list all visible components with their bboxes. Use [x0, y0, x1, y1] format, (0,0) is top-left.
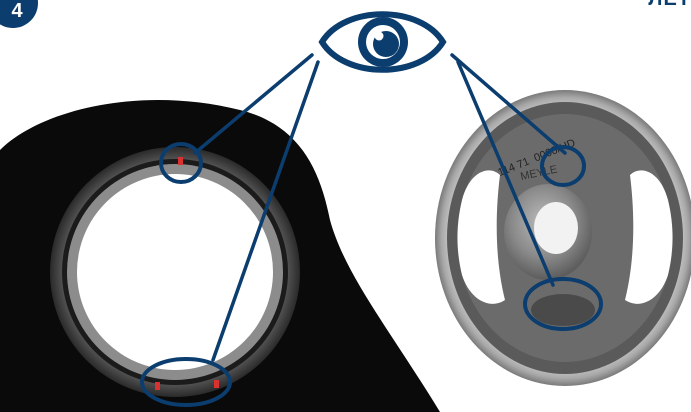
left-part-mark-top: [178, 157, 183, 165]
right-part-lower-lug: [531, 294, 595, 326]
left-part-mark-bottom-left: [155, 382, 160, 390]
eye-icon: [322, 14, 443, 70]
right-part-hub-bore: [534, 202, 578, 254]
right-part: 114 71 0000/HD MEYLE: [435, 90, 691, 386]
left-part-mark-bottom-right: [214, 380, 219, 388]
eye-highlight: [375, 32, 384, 41]
